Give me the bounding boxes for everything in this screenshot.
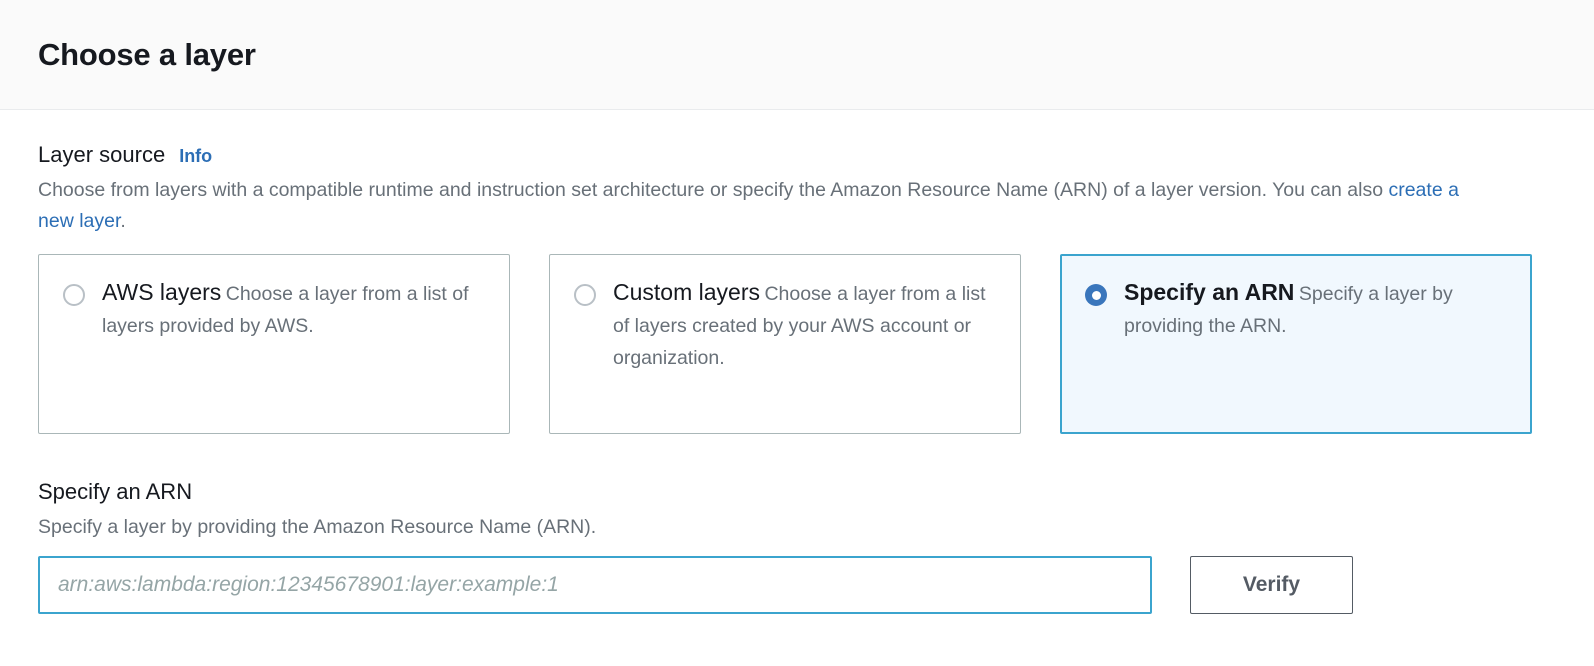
layer-source-description-text-1: Choose from layers with a compatible run… [38, 179, 1389, 201]
layer-source-options: AWS layers Choose a layer from a list of… [38, 254, 1556, 434]
radio-icon[interactable] [63, 284, 85, 306]
create-a-new-layer-link[interactable]: create a new layer [38, 179, 1459, 232]
arn-section-description: Specify a layer by providing the Amazon … [38, 516, 597, 538]
option-title: Custom layers [613, 279, 760, 305]
option-description: Choose a layer from a list of layers pro… [102, 283, 469, 337]
layer-source-description-text-2: . [120, 210, 126, 232]
option-title: AWS layers [102, 279, 222, 305]
arn-section-label: Specify an ARN [38, 479, 193, 504]
layer-source-option-custom-layers[interactable]: Custom layers Choose a layer from a list… [549, 254, 1021, 434]
info-link[interactable]: Info [179, 146, 213, 166]
option-text: Specify an ARN Specify a layer by provid… [1124, 277, 1507, 413]
radio-icon-selected[interactable] [1085, 284, 1107, 306]
option-title: Specify an ARN [1124, 279, 1295, 305]
layer-source-label-row: Layer source Info [38, 110, 1556, 168]
arn-input-row: Verify [38, 556, 1556, 614]
modal-header: Choose a layer [0, 0, 1594, 110]
layer-source-option-specify-an-arn[interactable]: Specify an ARN Specify a layer by provid… [1060, 254, 1532, 434]
verify-button[interactable]: Verify [1190, 556, 1353, 614]
option-text: Custom layers Choose a layer from a list… [613, 277, 996, 413]
option-text: AWS layers Choose a layer from a list of… [102, 277, 485, 413]
layer-source-option-aws-layers[interactable]: AWS layers Choose a layer from a list of… [38, 254, 510, 434]
modal-body: Layer source Info Choose from layers wit… [0, 110, 1594, 614]
layer-source-label: Layer source [38, 142, 166, 167]
page-title: Choose a layer [38, 36, 256, 72]
radio-icon[interactable] [574, 284, 596, 306]
option-description: Choose a layer from a list of layers cre… [613, 283, 986, 369]
option-description: Specify a layer by providing the ARN. [1124, 283, 1453, 337]
arn-input[interactable] [38, 556, 1152, 614]
arn-section: Specify an ARN Specify a layer by provid… [38, 479, 1556, 614]
layer-source-description: Choose from layers with a compatible run… [38, 175, 1478, 237]
